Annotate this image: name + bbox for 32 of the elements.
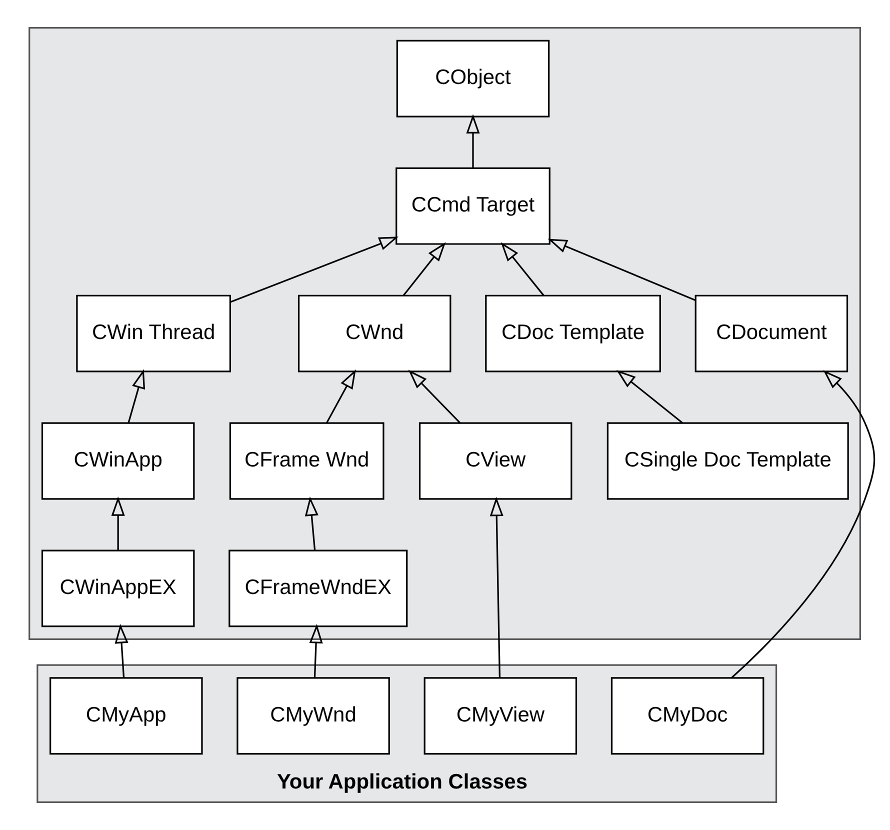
node-box: CObject	[396, 40, 550, 118]
arrow	[402, 242, 446, 296]
node-box: CWin Thread	[76, 294, 231, 372]
node-box: CFrameWndEX	[228, 550, 408, 628]
node-box: CWnd	[297, 294, 451, 372]
arrow	[616, 370, 682, 424]
arrow	[304, 496, 318, 550]
node-box: CCmd Target	[395, 167, 550, 245]
arrow	[500, 242, 544, 296]
node-box: CSingle Doc Template	[606, 422, 848, 500]
arrow	[230, 236, 398, 303]
node-box: CView	[418, 422, 572, 500]
node-box: CDoc Template	[484, 294, 660, 372]
node-box: CWinAppEX	[40, 550, 194, 628]
node-box: CMyApp	[49, 677, 202, 755]
arrow	[547, 238, 696, 301]
arrow	[730, 370, 875, 678]
node-box: CMyView	[423, 677, 577, 755]
cluster	[28, 27, 860, 640]
arrow	[127, 369, 145, 423]
arrow	[466, 114, 480, 168]
arrow	[408, 370, 460, 424]
arrow	[110, 496, 124, 550]
node-box: CWinApp	[40, 422, 194, 500]
node-box: CMyDoc	[610, 677, 764, 755]
arrow	[308, 624, 322, 678]
node-box: CFrame Wnd	[228, 422, 384, 500]
arrow	[326, 369, 356, 424]
node-box: CMyWnd	[236, 677, 390, 755]
arrow	[114, 624, 128, 678]
arrow	[489, 496, 503, 678]
node-box: CDocument	[694, 294, 848, 372]
